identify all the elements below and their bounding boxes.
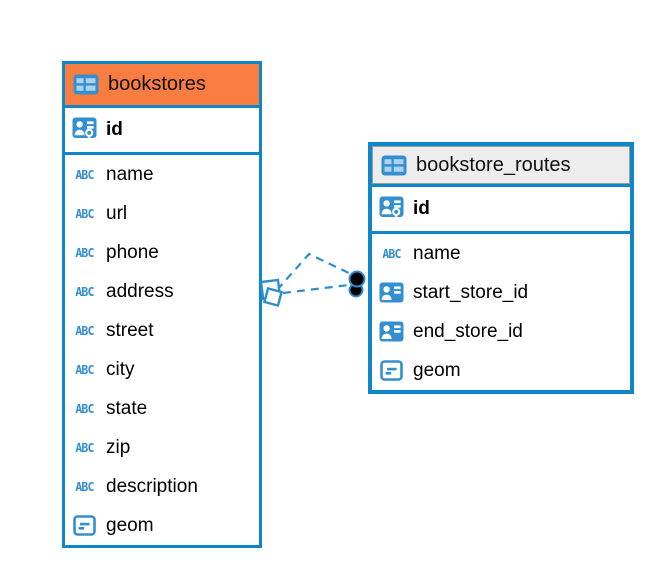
column-name: zip: [106, 436, 131, 458]
table-bookstore-routes[interactable]: bookstore_routes id ABC name: [368, 142, 634, 394]
column-name: start_store_id: [413, 281, 529, 303]
column-name: phone: [106, 241, 159, 263]
text-type-icon: ABC: [75, 323, 94, 338]
table-title: bookstores: [108, 73, 206, 95]
relationship-endpoint-dot[interactable]: [348, 270, 366, 288]
column-name: end_store_id: [413, 320, 523, 342]
column-name: description: [106, 475, 198, 497]
header-separator: [372, 184, 630, 187]
reference-icon: [378, 282, 405, 303]
column-name: geom: [413, 359, 461, 381]
table-bookstores[interactable]: bookstores id ABC name ABC url ABC: [62, 61, 262, 548]
column-name: state: [106, 397, 148, 419]
column-row-url[interactable]: ABC url: [65, 194, 259, 233]
column-row-name[interactable]: ABC name: [372, 234, 630, 273]
text-type-icon: ABC: [382, 246, 401, 261]
table-icon: [380, 155, 407, 176]
column-row-address[interactable]: ABC address: [65, 272, 259, 311]
column-row-city[interactable]: ABC city: [65, 350, 259, 389]
column-row-street[interactable]: ABC street: [65, 311, 259, 350]
table-title: bookstore_routes: [416, 153, 571, 176]
column-row-name[interactable]: ABC name: [65, 155, 259, 194]
primary-key-icon: [378, 196, 405, 223]
column-name: url: [106, 202, 128, 224]
column-row-description[interactable]: ABC description: [65, 467, 259, 506]
column-row-id[interactable]: id: [372, 187, 630, 231]
column-name: id: [106, 119, 123, 140]
geometry-type-icon: [378, 360, 405, 381]
primary-key-icon: [71, 117, 98, 144]
column-row-phone[interactable]: ABC phone: [65, 233, 259, 272]
column-name: id: [413, 198, 430, 219]
column-row-geom[interactable]: geom: [372, 351, 630, 390]
column-name: name: [413, 242, 461, 264]
column-row-id[interactable]: id: [65, 108, 259, 152]
column-row-end-store-id[interactable]: end_store_id: [372, 312, 630, 351]
text-type-icon: ABC: [75, 245, 94, 260]
text-type-icon: ABC: [75, 479, 94, 494]
table-bookstore-routes-header[interactable]: bookstore_routes: [372, 146, 630, 184]
table-bookstores-header[interactable]: bookstores: [65, 64, 259, 105]
relationship-endpoint-dot[interactable]: [348, 282, 364, 298]
text-type-icon: ABC: [75, 401, 94, 416]
reference-icon: [378, 321, 405, 342]
relationship-anchor-square[interactable]: [259, 278, 282, 301]
text-type-icon: ABC: [75, 362, 94, 377]
column-name: address: [106, 280, 174, 302]
relationship-line[interactable]: [276, 252, 352, 291]
geometry-type-icon: [71, 515, 98, 536]
text-type-icon: ABC: [75, 167, 94, 182]
text-type-icon: ABC: [75, 206, 94, 221]
column-name: city: [106, 358, 135, 380]
relationship-anchor-square[interactable]: [262, 286, 284, 308]
relationship-line[interactable]: [282, 283, 350, 295]
pk-separator: [65, 152, 259, 155]
text-type-icon: ABC: [75, 284, 94, 299]
pk-separator: [372, 231, 630, 234]
column-name: street: [106, 319, 154, 341]
column-row-geom[interactable]: geom: [65, 506, 259, 545]
column-row-start-store-id[interactable]: start_store_id: [372, 273, 630, 312]
column-name: name: [106, 163, 154, 185]
table-icon: [72, 74, 99, 95]
text-type-icon: ABC: [75, 440, 94, 455]
column-name: geom: [106, 514, 154, 536]
column-row-state[interactable]: ABC state: [65, 389, 259, 428]
header-separator: [65, 105, 259, 108]
column-row-zip[interactable]: ABC zip: [65, 428, 259, 467]
